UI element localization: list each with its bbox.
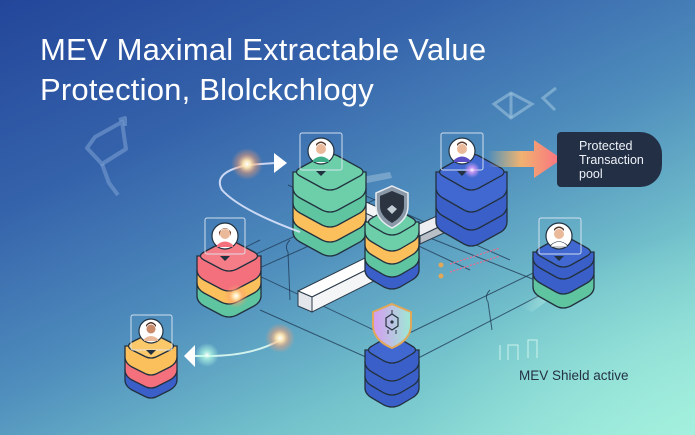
arrowhead-icon	[274, 153, 287, 173]
node-bottom-center[interactable]	[364, 302, 420, 408]
user-avatar-icon	[448, 137, 476, 165]
flow-path-top	[218, 148, 301, 233]
node-top-left[interactable]	[292, 132, 367, 257]
transaction-hash-annotations	[438, 247, 501, 279]
callout-line-1: Protected	[579, 139, 633, 153]
node-bottom-left[interactable]	[124, 314, 178, 399]
node-top-right[interactable]	[435, 132, 508, 247]
page-title: MEV Maximal Extractable Value Protection…	[40, 30, 486, 110]
user-avatar-icon	[307, 137, 335, 165]
user-avatar-icon	[211, 222, 239, 250]
callout-line-2: Transaction	[579, 153, 644, 167]
decorative-glyph-right-icon	[491, 86, 557, 120]
arrowhead-icon	[184, 345, 195, 367]
title-line-1: MEV Maximal Extractable Value	[40, 32, 487, 67]
node-center[interactable]	[364, 185, 420, 290]
shield-status-label: MEV Shield active	[519, 368, 629, 383]
user-avatar-icon	[138, 318, 164, 344]
title-line-2: Protection, Blolckchlogy	[40, 72, 374, 107]
protected-transaction-pool-callout: Protected Transaction pool	[557, 132, 662, 187]
user-avatar-icon	[545, 222, 573, 250]
robot-shield-icon	[372, 302, 412, 350]
glow-spark	[224, 284, 248, 308]
node-right[interactable]	[532, 217, 595, 309]
node-left[interactable]	[196, 217, 262, 318]
arrow-to-pool-icon	[488, 140, 562, 178]
shield-icon	[375, 185, 409, 229]
callout-line-3: pool	[579, 167, 603, 181]
signal-bars-icon	[499, 339, 538, 360]
flow-path-bottom	[184, 323, 295, 367]
decorative-glyph-left-icon	[85, 116, 128, 197]
